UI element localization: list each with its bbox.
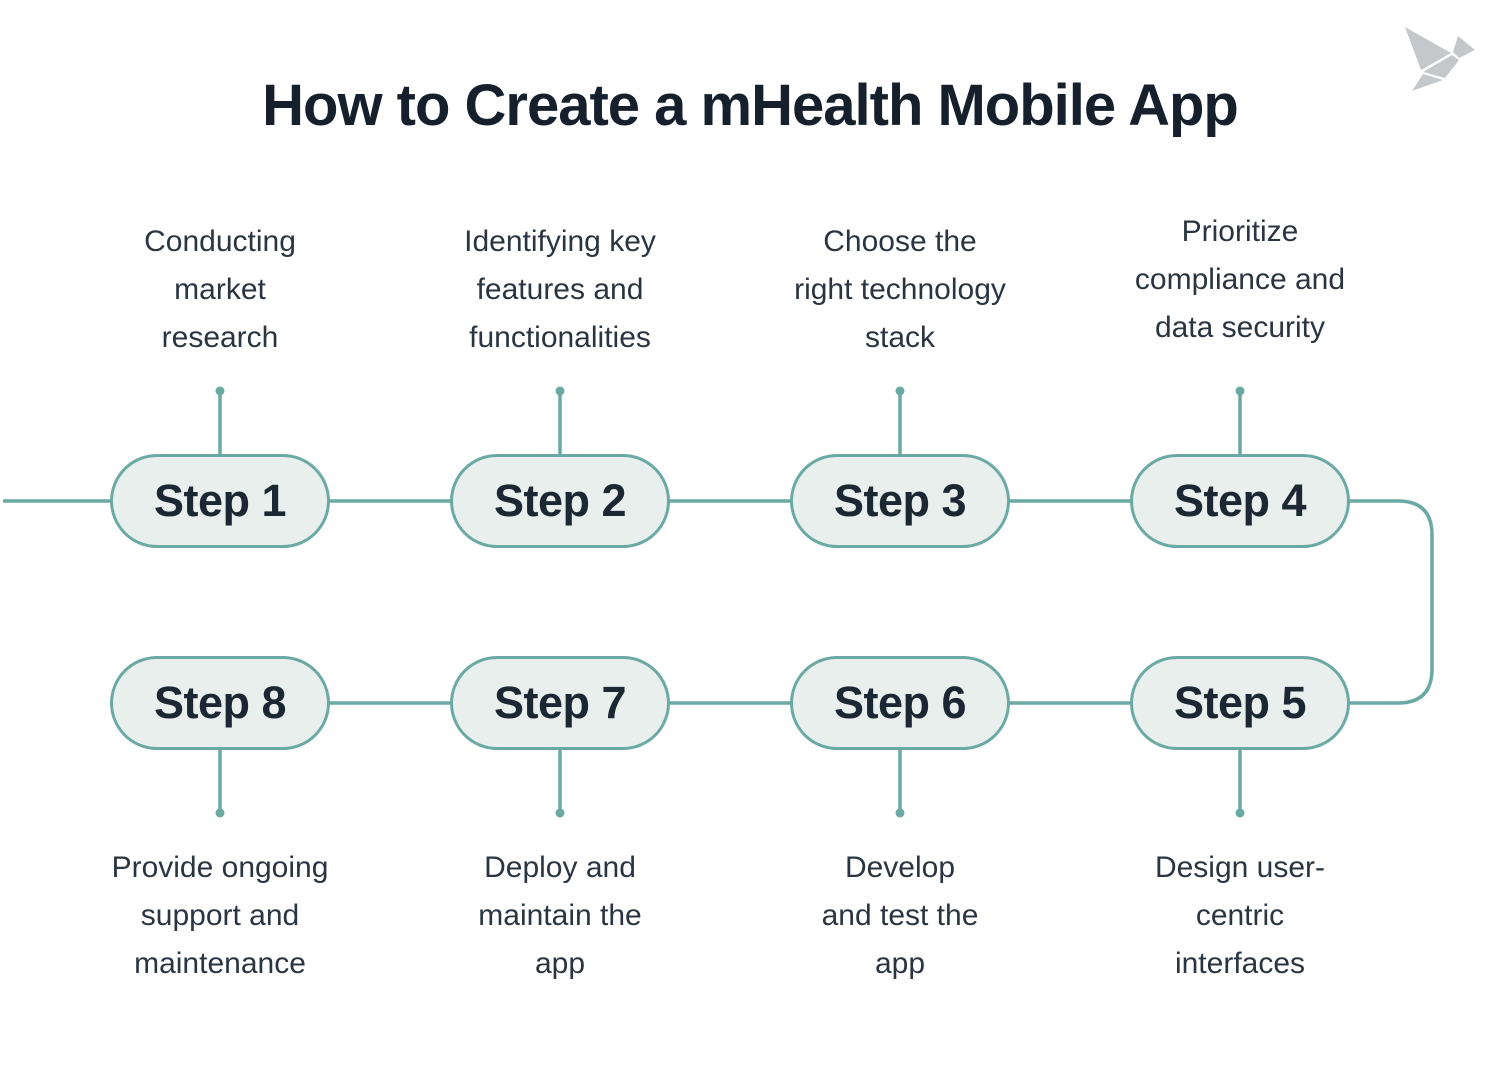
step-3-description: Choose the right technology stack: [794, 225, 1006, 354]
dot-step5: [1235, 808, 1245, 818]
dot-step8: [215, 808, 225, 818]
bird-wing: [1405, 27, 1451, 70]
step-4-description: Prioritize compliance and data security: [1134, 215, 1346, 344]
step-7-label: Step 7: [493, 677, 627, 728]
dot-step7: [555, 808, 565, 818]
step-1-pill: Step 1: [110, 454, 330, 548]
step-2-description: Identifying key features and functionali…: [464, 225, 656, 354]
dot-step2: [555, 386, 565, 396]
bird-head-icon: [1453, 36, 1475, 58]
step-7-description: Deploy and maintain the app: [478, 851, 642, 980]
step-6-description: Develop and test the app: [821, 851, 979, 980]
page-title: How to Create a mHealth Mobile App: [262, 73, 1239, 138]
origami-bird-logo: [1405, 27, 1475, 91]
step-1-description: Conducting market research: [144, 225, 296, 354]
step-6-label: Step 6: [833, 677, 967, 728]
step-8-label: Step 8: [153, 677, 287, 728]
step-3-pill: Step 3: [790, 454, 1010, 548]
step-2-label: Step 2: [493, 475, 627, 526]
step-8-description: Provide ongoing support and maintenance: [111, 851, 329, 980]
step-1-label: Step 1: [153, 475, 287, 526]
dot-step1: [215, 386, 225, 396]
step-6-pill: Step 6: [790, 656, 1010, 750]
connector-step4-step5: [1348, 499, 1434, 705]
step-3-label: Step 3: [833, 475, 967, 526]
dot-step6: [895, 808, 905, 818]
dot-step4: [1235, 386, 1245, 396]
bird-body: [1423, 55, 1459, 78]
step-2-pill: Step 2: [450, 454, 670, 548]
step-4-label: Step 4: [1173, 475, 1307, 526]
step-5-pill: Step 5: [1130, 656, 1350, 750]
step-7-pill: Step 7: [450, 656, 670, 750]
dot-step3: [895, 386, 905, 396]
step-5-label: Step 5: [1173, 677, 1307, 728]
step-4-pill: Step 4: [1130, 454, 1350, 548]
step-5-description: Design user- centric interfaces: [1154, 851, 1326, 980]
bird-tail: [1412, 74, 1443, 91]
step-8-pill: Step 8: [110, 656, 330, 750]
